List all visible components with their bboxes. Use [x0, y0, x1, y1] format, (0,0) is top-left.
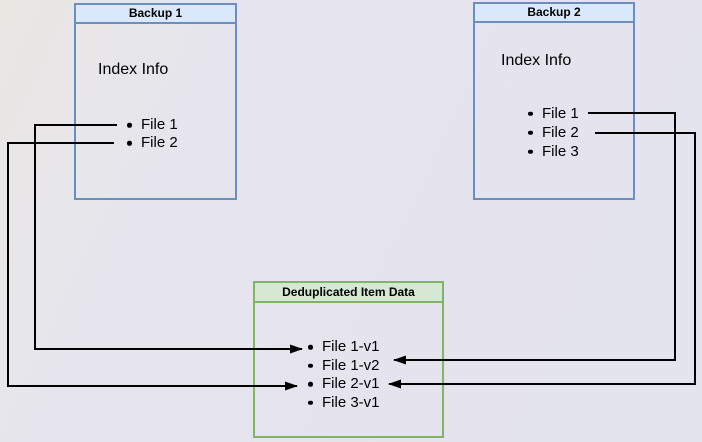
- dedup-title: Deduplicated Item Data: [255, 283, 442, 303]
- dedup-box: Deduplicated Item Data File 1-v1 File 1-…: [253, 281, 444, 438]
- backup1-file1-item: File 1: [127, 116, 178, 134]
- backup2-title: Backup 2: [475, 4, 633, 23]
- backup1-box: Backup 1 Index Info File 1 File 2: [74, 3, 237, 200]
- backup1-file-list: File 1 File 2: [127, 116, 178, 152]
- dedup-file3-v1-item: File 3-v1: [308, 394, 380, 413]
- backup1-title: Backup 1: [76, 5, 235, 24]
- dedup-file1-v1-item: File 1-v1: [308, 338, 380, 357]
- backup2-file1-item: File 1: [528, 104, 579, 123]
- dedup-file1-v2-item: File 1-v2: [308, 357, 380, 376]
- backup2-index-info-label: Index Info: [501, 52, 572, 69]
- backup1-file2-item: File 2: [127, 134, 178, 152]
- backup2-file-list: File 1 File 2 File 3: [528, 104, 579, 161]
- backup2-file3-item: File 3: [528, 142, 579, 161]
- backup1-index-info-label: Index Info: [98, 61, 169, 78]
- backup2-file2-item: File 2: [528, 123, 579, 142]
- dedup-file2-v1-item: File 2-v1: [308, 375, 380, 394]
- backup2-box: Backup 2 Index Info File 1 File 2 File 3: [473, 2, 635, 200]
- dedup-file-list: File 1-v1 File 1-v2 File 2-v1 File 3-v1: [308, 338, 380, 412]
